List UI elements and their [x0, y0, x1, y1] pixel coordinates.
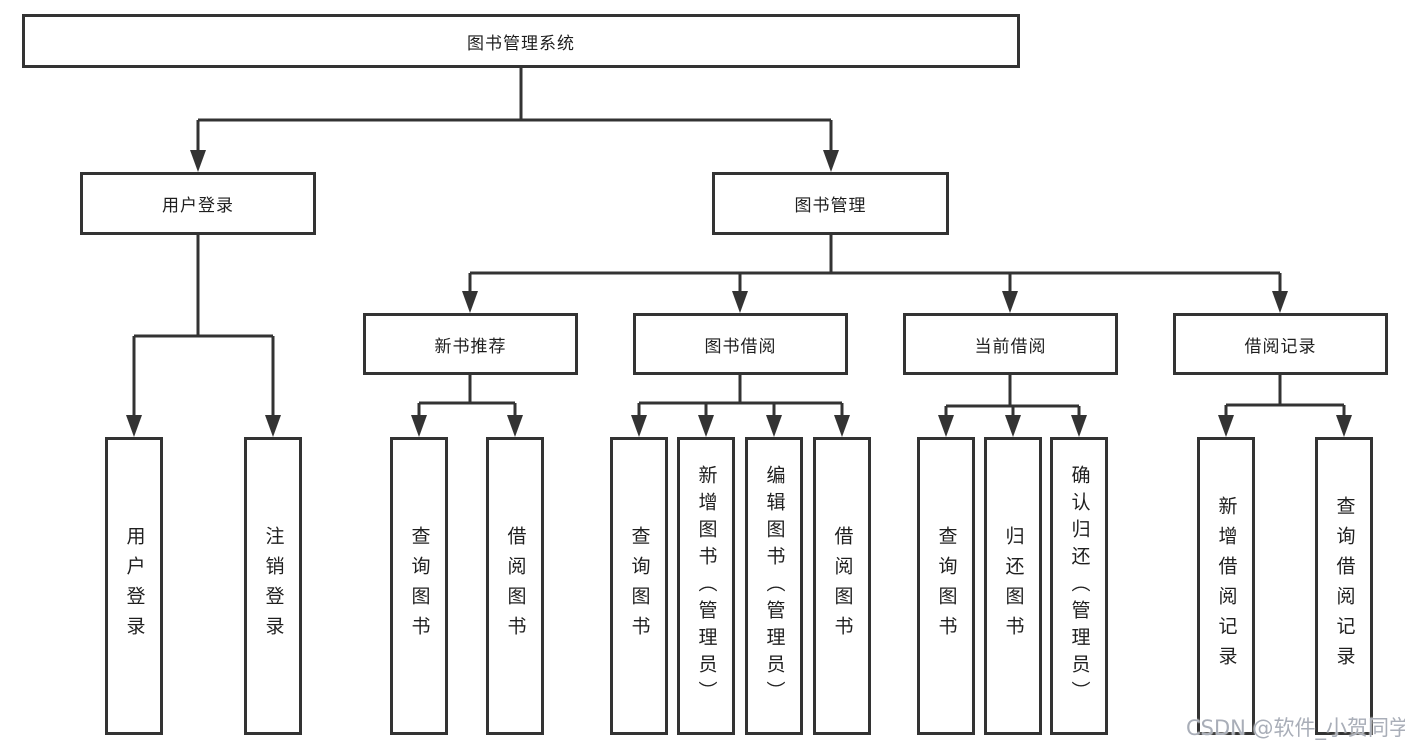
leaf-borrow-books: 借阅图书	[813, 437, 871, 735]
node-borrow-records-label: 借阅记录	[1244, 336, 1317, 357]
connector-borrow-records	[1224, 375, 1346, 416]
leaf-confirm-return-admin-label: 确认归还（管理员）	[1068, 464, 1091, 708]
node-borrow-records: 借阅记录	[1173, 313, 1388, 375]
node-user-login: 用户登录	[80, 172, 316, 235]
leaf-query-books-current: 查询图书	[917, 437, 975, 735]
leaf-user-login-label: 用户登录	[123, 526, 146, 646]
leaf-return-book: 归还图书	[984, 437, 1042, 735]
leaf-query-borrow-record-label: 查询借阅记录	[1333, 496, 1356, 676]
leaf-borrow-books-recommend-label: 借阅图书	[504, 526, 527, 646]
leaf-logout-label: 注销登录	[262, 526, 285, 646]
arrowheads	[126, 150, 1352, 437]
node-current-borrow: 当前借阅	[903, 313, 1118, 375]
connector-current-borrow	[944, 375, 1081, 416]
leaf-query-books-recommend: 查询图书	[390, 437, 448, 735]
connector-new-book-recommend	[417, 375, 517, 416]
leaf-add-book-admin: 新增图书（管理员）	[677, 437, 735, 735]
leaf-query-books-current-label: 查询图书	[935, 526, 958, 646]
node-book-management-label: 图书管理	[794, 196, 867, 216]
node-book-management: 图书管理	[712, 172, 949, 235]
node-new-book-recommend: 新书推荐	[363, 313, 578, 375]
leaf-add-book-admin-label: 新增图书（管理员）	[695, 464, 718, 708]
node-root-label: 图书管理系统	[467, 33, 575, 54]
leaf-query-books-borrow: 查询图书	[610, 437, 668, 735]
node-book-borrow-label: 图书借阅	[704, 336, 777, 357]
connector-user-login	[132, 235, 275, 416]
leaf-logout: 注销登录	[244, 437, 302, 735]
node-root: 图书管理系统	[22, 14, 1020, 68]
connector-book-management	[468, 235, 1282, 292]
leaf-confirm-return-admin: 确认归还（管理员）	[1050, 437, 1108, 735]
leaf-add-borrow-record-label: 新增借阅记录	[1215, 496, 1238, 676]
leaf-edit-book-admin: 编辑图书（管理员）	[745, 437, 803, 735]
leaf-return-book-label: 归还图书	[1002, 526, 1025, 646]
connector-book-borrow	[637, 375, 844, 416]
node-current-borrow-label: 当前借阅	[974, 336, 1047, 357]
leaf-query-books-borrow-label: 查询图书	[628, 526, 651, 646]
node-user-login-label: 用户登录	[162, 196, 234, 216]
leaf-user-login: 用户登录	[105, 437, 163, 735]
watermark: CSDN @软件_小贺同学	[1186, 716, 1405, 740]
connector-root	[196, 68, 833, 151]
node-book-borrow: 图书借阅	[633, 313, 848, 375]
leaf-edit-book-admin-label: 编辑图书（管理员）	[763, 464, 786, 708]
leaf-query-borrow-record: 查询借阅记录	[1315, 437, 1373, 735]
node-new-book-recommend-label: 新书推荐	[434, 336, 507, 357]
leaf-borrow-books-label: 借阅图书	[831, 526, 854, 646]
leaf-query-books-recommend-label: 查询图书	[408, 526, 431, 646]
leaf-add-borrow-record: 新增借阅记录	[1197, 437, 1255, 735]
leaf-borrow-books-recommend: 借阅图书	[486, 437, 544, 735]
